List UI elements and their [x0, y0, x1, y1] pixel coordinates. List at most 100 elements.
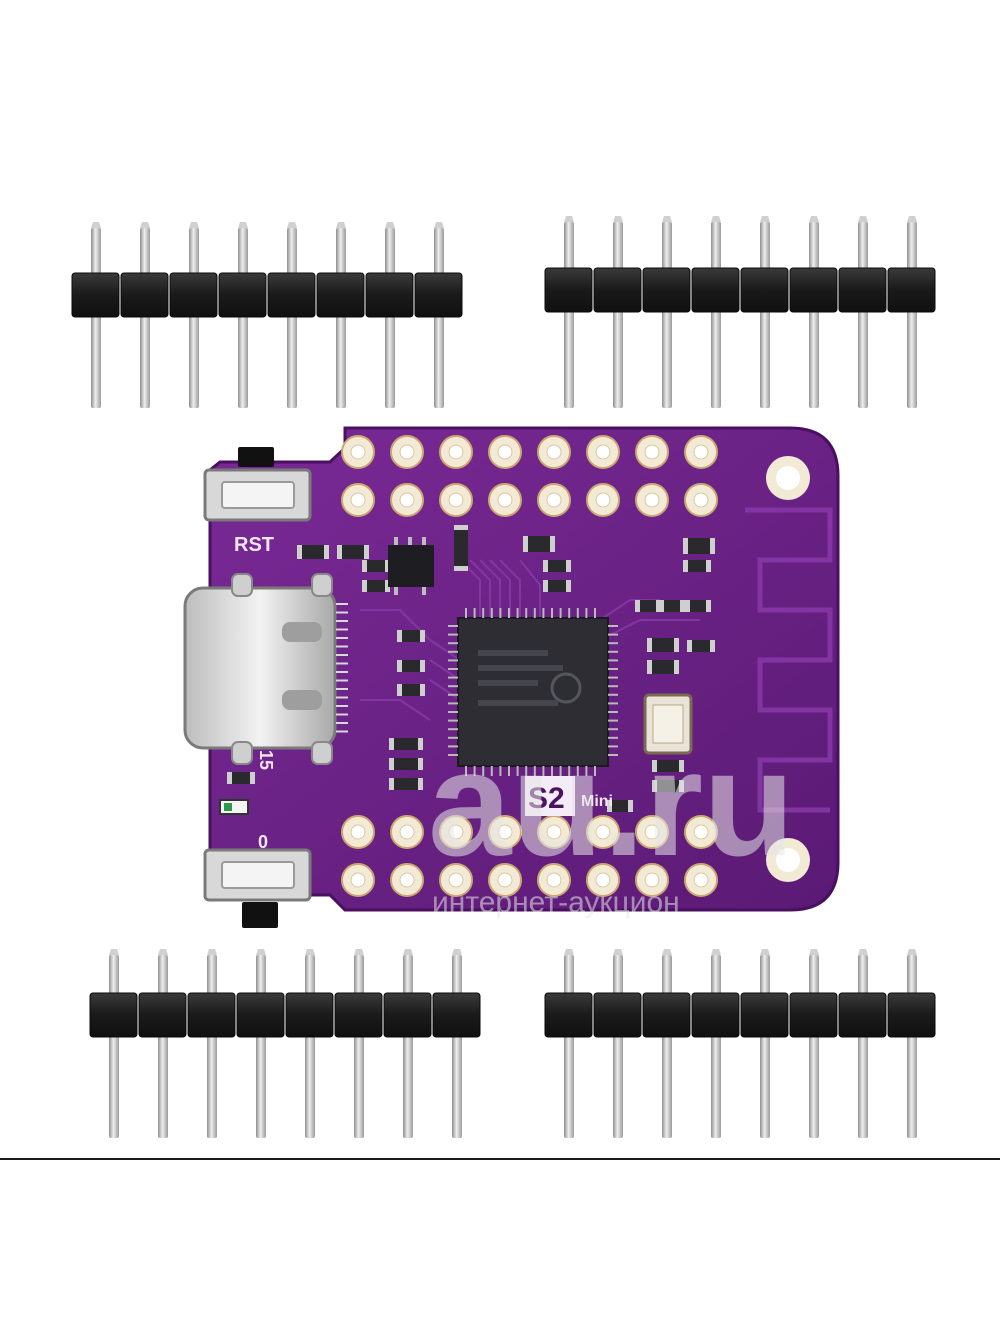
header-pin — [287, 228, 297, 408]
header-pin — [907, 955, 917, 1138]
watermark-tagline: интернет-аукцион — [432, 886, 680, 919]
header-pin — [858, 222, 868, 408]
header-plastic — [187, 992, 236, 1038]
header-plastic — [334, 992, 383, 1038]
header-plastic — [642, 267, 691, 313]
smd-part — [686, 560, 708, 572]
io0-label: 0 — [258, 832, 268, 852]
rst-label: RST — [234, 534, 274, 556]
header-pin — [434, 228, 444, 408]
smd-part — [655, 780, 681, 792]
smd-part — [655, 760, 681, 772]
header-plastic — [236, 992, 285, 1038]
pin-headers — [71, 216, 936, 1138]
header-plastic — [120, 272, 169, 318]
s2-mini-board: RST 15 0 — [183, 426, 840, 928]
header-pin — [662, 222, 672, 408]
antenna-trace — [745, 507, 833, 813]
header-pin — [613, 955, 623, 1138]
header-pin — [760, 222, 770, 408]
bottom-divider — [0, 1158, 1000, 1160]
header-pin — [809, 955, 819, 1138]
smd-part — [638, 600, 658, 612]
header-plastic — [691, 267, 740, 313]
smd-part — [230, 772, 252, 784]
io0-button — [203, 848, 312, 928]
pin-header-strip — [544, 949, 936, 1138]
pin-header-strip — [71, 222, 463, 408]
header-plastic — [789, 992, 838, 1038]
header-plastic — [71, 272, 120, 318]
header-pin — [91, 228, 101, 408]
header-plastic — [789, 267, 838, 313]
watermark-brand: au.ru — [428, 719, 795, 887]
header-plastic — [365, 272, 414, 318]
header-pin — [564, 955, 574, 1138]
header-plastic — [691, 992, 740, 1038]
header-plastic — [642, 992, 691, 1038]
header-pin — [109, 955, 119, 1138]
header-pin — [336, 228, 346, 408]
crystal-oscillator — [643, 693, 693, 755]
header-pin — [711, 955, 721, 1138]
smd-part — [650, 638, 676, 652]
model-label: S2 Mini — [525, 776, 613, 816]
smd-part — [392, 778, 420, 790]
header-pin — [189, 228, 199, 408]
smd-part — [365, 560, 387, 572]
header-plastic — [887, 267, 936, 313]
smd-part — [365, 580, 387, 592]
header-pin — [385, 228, 395, 408]
smd-part — [392, 738, 420, 750]
header-plastic — [593, 992, 642, 1038]
smd-part — [662, 600, 682, 612]
header-plastic — [316, 272, 365, 318]
header-pin — [613, 222, 623, 408]
smd-part — [546, 580, 568, 592]
header-plastic — [838, 267, 887, 313]
svg-text:Mini: Mini — [581, 793, 613, 810]
voltage-regulator — [388, 545, 434, 587]
header-plastic — [887, 992, 936, 1038]
header-pin — [238, 228, 248, 408]
header-pin — [140, 228, 150, 408]
header-pin — [452, 955, 462, 1138]
rst-button — [203, 447, 312, 522]
header-pin — [711, 222, 721, 408]
header-pin — [256, 955, 266, 1138]
header-plastic — [593, 267, 642, 313]
header-plastic — [740, 267, 789, 313]
smd-part — [400, 630, 422, 642]
header-plastic — [414, 272, 463, 318]
smd-components — [227, 525, 715, 812]
smd-part — [300, 545, 326, 559]
svg-text:S2: S2 — [528, 782, 565, 815]
usb-c-connector — [183, 573, 348, 765]
smd-part — [400, 684, 422, 696]
header-plastic — [89, 992, 138, 1038]
header-plastic — [432, 992, 481, 1038]
smd-part — [340, 545, 366, 559]
header-plastic — [285, 992, 334, 1038]
io15-label: 15 — [256, 750, 276, 770]
header-pin — [809, 222, 819, 408]
header-plastic — [544, 267, 593, 313]
smd-part — [686, 538, 712, 554]
header-pin — [158, 955, 168, 1138]
smd-part — [690, 640, 712, 652]
header-plastic — [138, 992, 187, 1038]
header-pin — [207, 955, 217, 1138]
smd-part — [526, 536, 552, 552]
smd-part — [454, 528, 468, 568]
header-plastic — [544, 992, 593, 1038]
header-plastic — [267, 272, 316, 318]
smd-part — [546, 560, 568, 572]
smd-part — [610, 800, 630, 812]
pin-header-strip — [89, 949, 481, 1138]
pin-header-strip — [544, 216, 936, 408]
header-plastic — [838, 992, 887, 1038]
header-pin — [305, 955, 315, 1138]
header-pin — [662, 955, 672, 1138]
header-pin — [564, 222, 574, 408]
